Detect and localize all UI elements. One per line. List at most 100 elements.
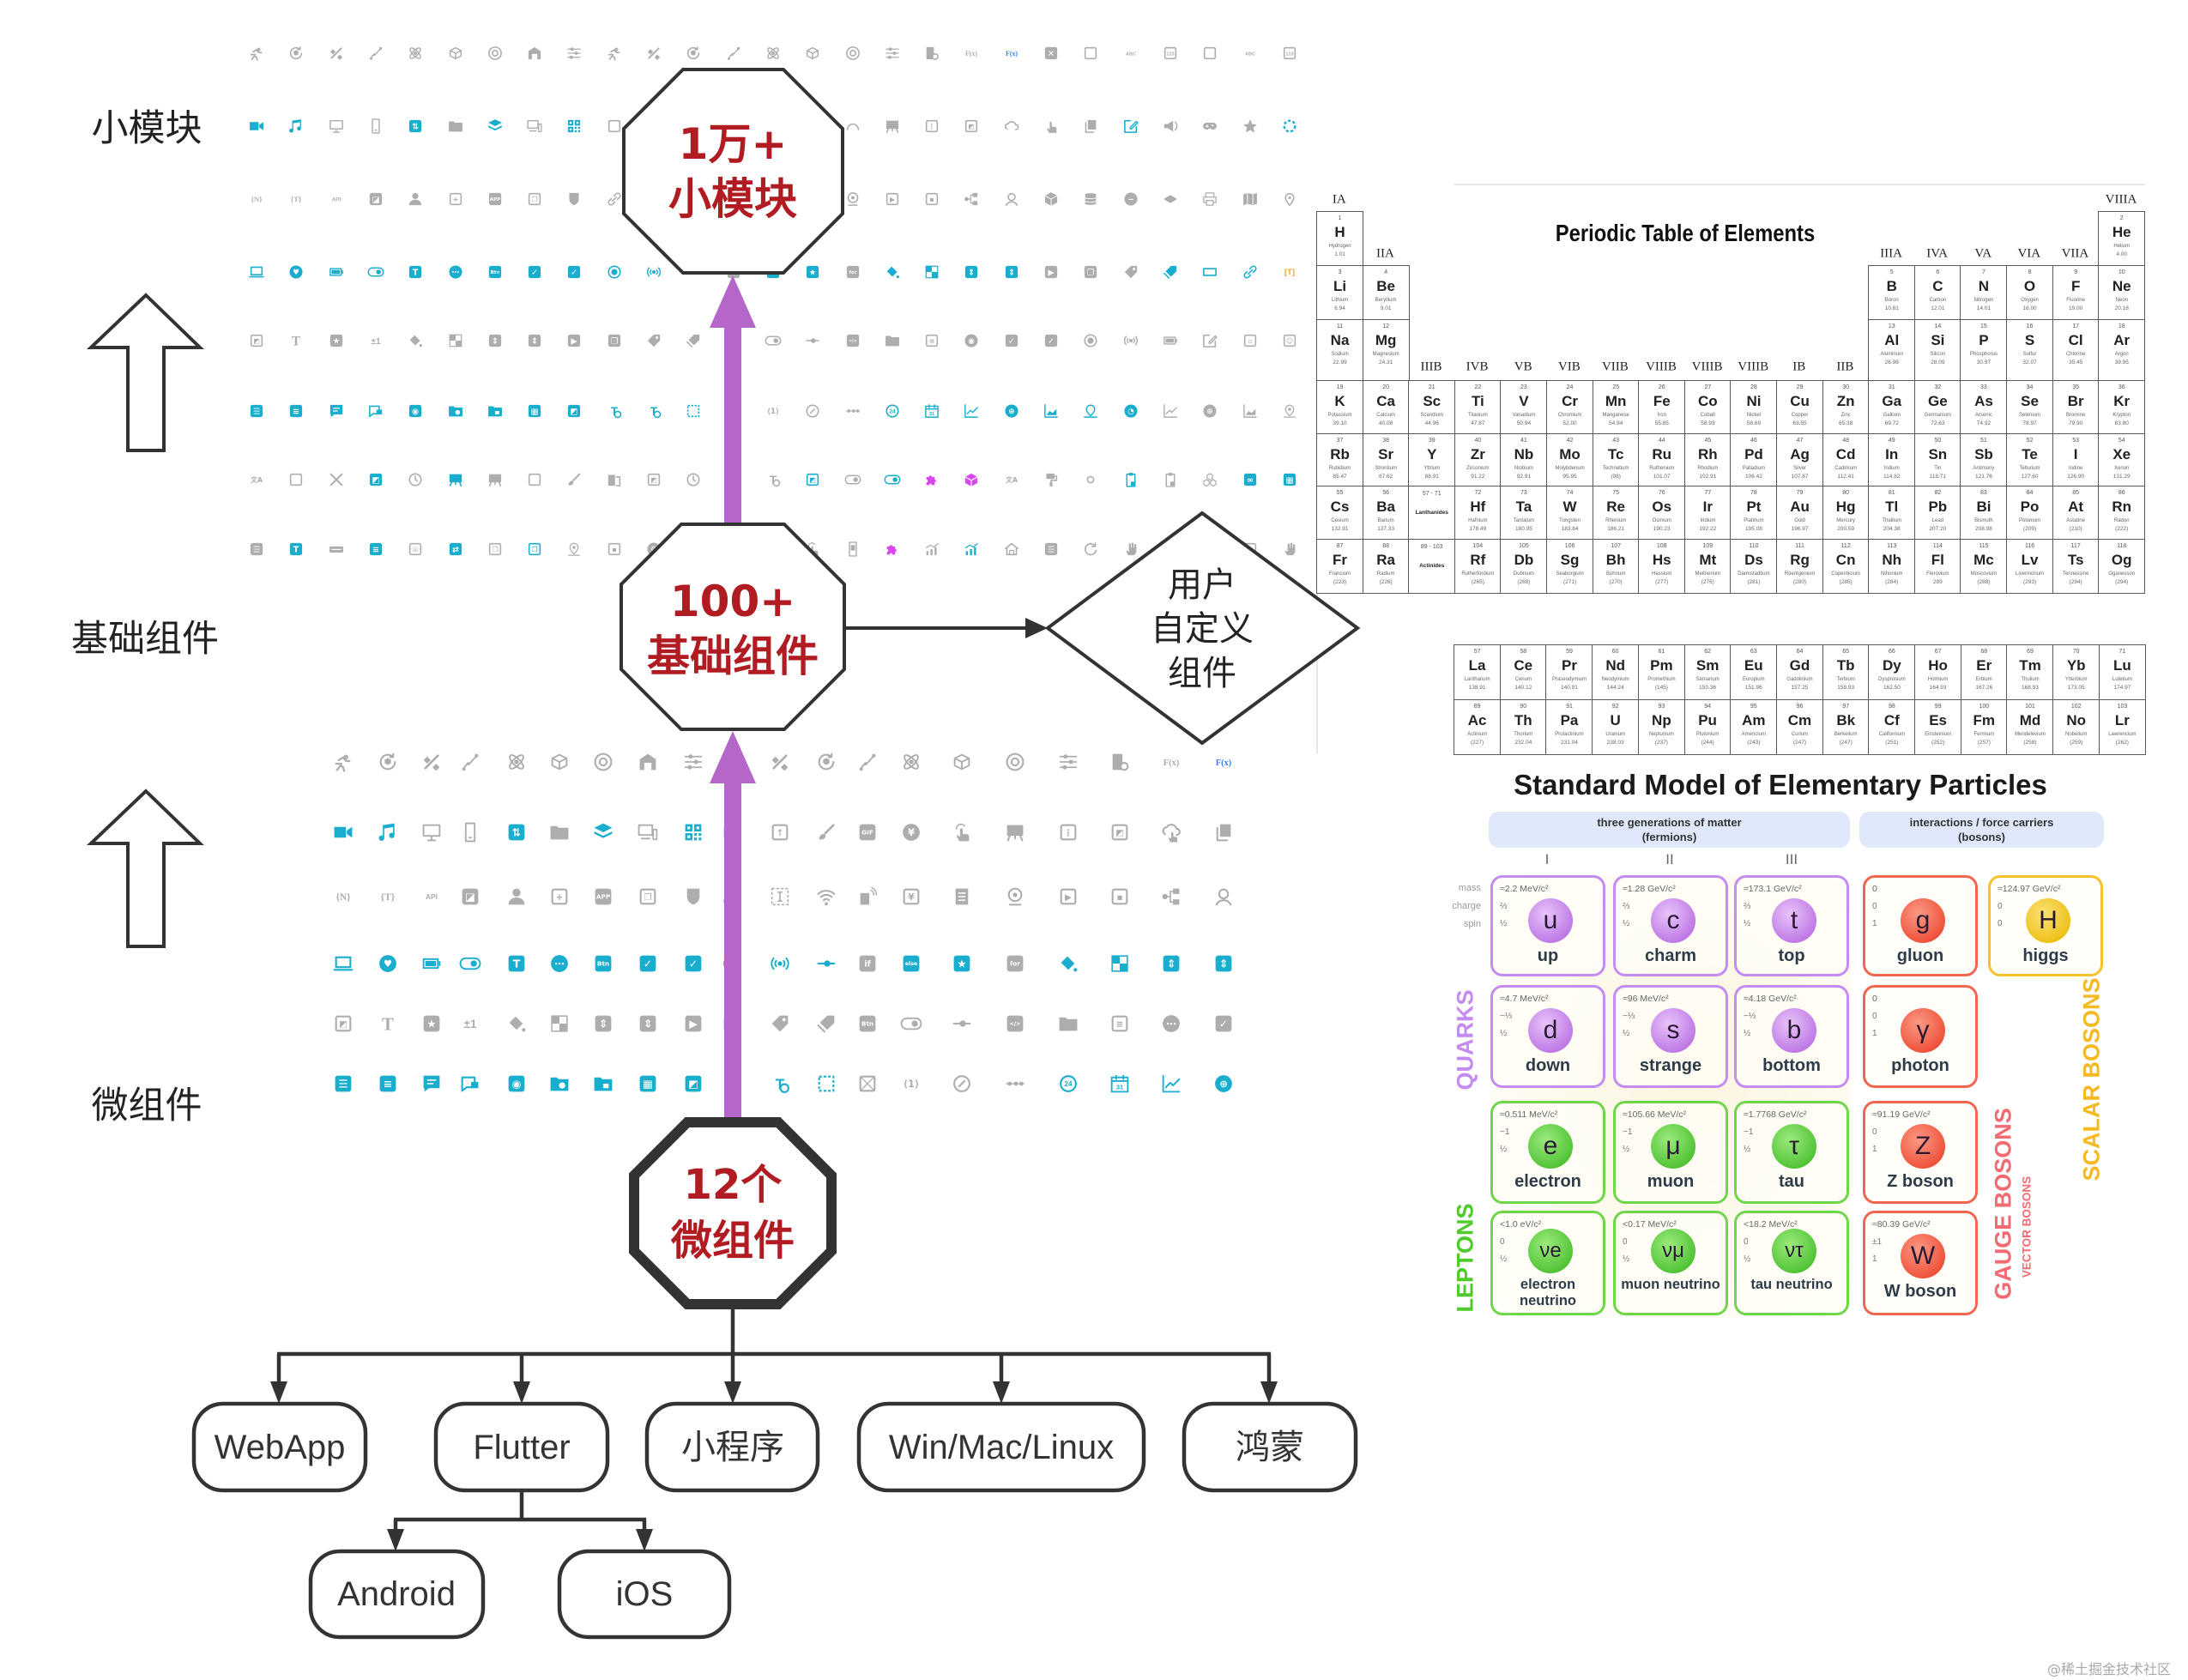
rotate-3d-icon	[816, 752, 837, 773]
link-icon	[1242, 264, 1258, 281]
atomic-number: 20	[1382, 384, 1390, 390]
number-123-icon: 123	[1162, 45, 1178, 62]
element-symbol: He	[2112, 224, 2131, 240]
function-icon: F(x)	[1003, 45, 1019, 62]
shield-icon	[683, 886, 704, 908]
element-symbol: Bh	[1605, 552, 1626, 568]
atomic-number: 118	[2117, 543, 2127, 549]
plus-minus-icon: ±1	[460, 1013, 481, 1035]
element-name: Neodymium	[1601, 677, 1629, 682]
yen-envelope-icon: ¥	[901, 886, 922, 908]
chat-circle-icon: ⋯	[1161, 1013, 1182, 1035]
particle-mass: ≈1.7768 GeV/c²	[1744, 1109, 1807, 1120]
particle-spin: ½	[1623, 1029, 1630, 1038]
group-label: VB	[1514, 360, 1532, 374]
platform-node-android: Android	[308, 1549, 486, 1640]
atomic-number: 39	[1428, 438, 1435, 444]
group-label: IB	[1792, 360, 1806, 374]
atomic-number: 8	[2028, 269, 2032, 275]
micro-components-node: 12个 微组件	[629, 1117, 837, 1309]
element-symbol: Mc	[1973, 552, 1994, 568]
dots-icon	[1005, 1073, 1026, 1095]
clock-face-icon	[408, 472, 424, 488]
watermark: @稀土掘金技术社区	[2047, 1661, 2172, 1677]
atomic-number: 56	[1382, 490, 1390, 496]
svg-text:⋯: ⋯	[451, 269, 459, 277]
element-symbol: Br	[2067, 393, 2084, 409]
element-symbol: Cf	[1883, 712, 1900, 728]
trend-scatter-icon	[725, 45, 741, 62]
brush-icon	[566, 472, 583, 488]
svg-text:☰: ☰	[1048, 545, 1055, 554]
element-name: Darmstadtium	[1738, 571, 1770, 577]
toggle-icon	[900, 1013, 922, 1035]
atomic-mass: 72.63	[1931, 420, 1945, 426]
text-clock-icon: T	[646, 403, 662, 420]
atomic-number: 86	[2118, 490, 2125, 496]
atomic-mass: 168.93	[2022, 685, 2039, 691]
atomic-mass: (281)	[1747, 579, 1761, 585]
particle-mass: ≈2.2 MeV/c²	[1500, 884, 1549, 894]
particle-name: tau	[1779, 1172, 1804, 1191]
video-camera-icon	[249, 118, 265, 135]
image-frame-icon: ◩	[333, 1013, 354, 1035]
element-symbol: Ac	[1467, 712, 1487, 728]
element-name: Germanium	[1924, 413, 1952, 418]
atomic-number: 71	[2118, 649, 2126, 655]
element-symbol: Rf	[1470, 552, 1486, 568]
svg-text:★: ★	[957, 958, 966, 970]
element-name: Tungsten	[1559, 518, 1581, 523]
atomic-number: 30	[1842, 384, 1850, 390]
svg-text:✓: ✓	[531, 268, 538, 277]
folder-clock-icon	[447, 403, 463, 420]
arrow-to-custom-components	[844, 618, 1048, 638]
particle-charge: −⅓	[1744, 1012, 1756, 1021]
garage-icon	[527, 45, 543, 62]
particle-mass: ≈91.19 GeV/c²	[1872, 1109, 1931, 1120]
atomic-number: 98	[1888, 704, 1895, 710]
user-location-icon	[1003, 191, 1019, 208]
atomic-number: 38	[1382, 438, 1390, 444]
element-name: Astatine	[2066, 518, 2085, 523]
element-symbol: Cu	[1790, 393, 1810, 409]
tags-icon	[686, 333, 702, 349]
svg-text:▶: ▶	[1048, 268, 1055, 277]
element-name: Bismuth	[1974, 518, 1993, 523]
atomic-number: 31	[1888, 384, 1895, 390]
particle-name: bottom	[1762, 1056, 1821, 1075]
particle-symbol-badge: νμ	[1651, 1229, 1695, 1273]
atomic-number: 19	[1336, 384, 1344, 390]
tier-label-basic-components: 基础组件	[71, 618, 219, 661]
svg-text:−: −	[1127, 196, 1133, 204]
element-name: Erbium	[1975, 677, 1992, 682]
atomic-number: 92	[1611, 704, 1619, 710]
atomic-mass: 22.99	[1333, 360, 1347, 366]
periodic-table-title: Periodic Table of Elements	[1555, 220, 1816, 246]
image-frame-icon: ◩	[646, 472, 662, 488]
atomic-number: 83	[1980, 490, 1987, 496]
atomic-mass: 132.91	[1331, 526, 1349, 532]
element-symbol: Ni	[1746, 393, 1762, 409]
target-icon	[1005, 752, 1026, 773]
atomic-number: 6	[1936, 269, 1940, 275]
play-box-icon: ▶	[566, 333, 583, 349]
music-icon	[378, 822, 399, 843]
element-name: Argon	[2114, 352, 2129, 357]
svg-text:24: 24	[1064, 1079, 1073, 1088]
atomic-mass: 102.91	[1699, 474, 1717, 480]
number-123-icon: 123	[1281, 45, 1297, 62]
house-icon	[1003, 541, 1019, 558]
atomic-mass: 208.98	[1974, 526, 1992, 532]
svg-text:⇅: ⇅	[412, 122, 419, 131]
toggle-icon	[844, 472, 861, 488]
layers-icon	[487, 118, 503, 135]
